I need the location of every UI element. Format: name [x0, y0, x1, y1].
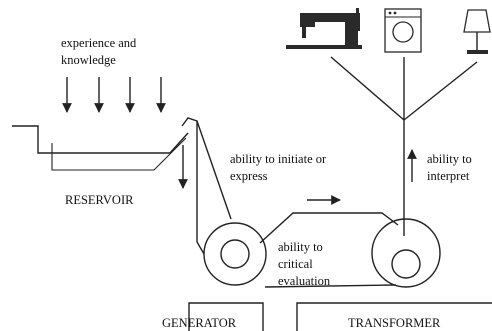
transformer-pulley — [371, 218, 441, 288]
experience-label: experience and knowledge — [61, 36, 139, 67]
interpret-label: ability to interpret — [427, 152, 475, 183]
generator-label: GENERATOR — [162, 316, 237, 330]
input-arrows — [62, 77, 166, 113]
critical-evaluation-label: ability to critical evaluation — [278, 240, 331, 288]
transformer-label: TRANSFORMER — [348, 316, 441, 330]
reservoir-tank — [12, 117, 198, 242]
generator-pulley — [203, 222, 267, 286]
sewing-machine-icon — [286, 8, 362, 49]
initiate-label: ability to initiate or express — [230, 152, 329, 183]
base-lines — [188, 302, 492, 331]
belt — [196, 120, 399, 288]
reservoir-label: RESERVOIR — [65, 193, 134, 207]
distribution-lines — [330, 56, 478, 236]
washing-machine-icon — [384, 8, 422, 53]
table-lamp-icon — [463, 9, 491, 54]
